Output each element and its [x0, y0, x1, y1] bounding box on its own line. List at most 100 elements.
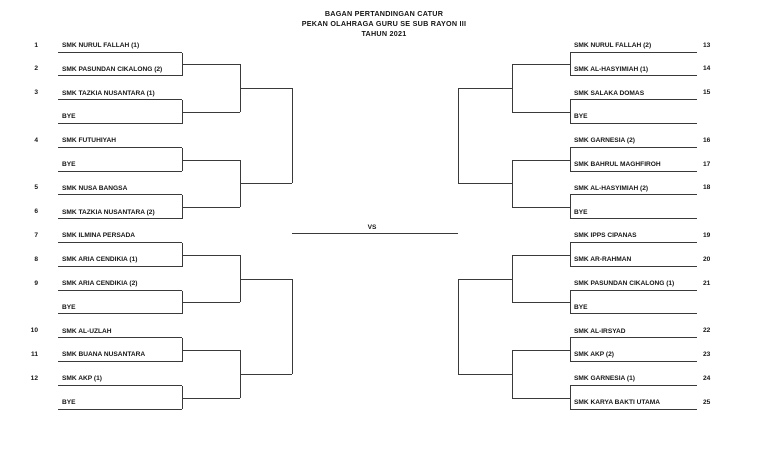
team-name: SMK ARIA CENDIKIA (2)	[62, 280, 138, 287]
slot-underline	[58, 51, 182, 53]
bracket-slot: SMK AL-HASYIMIAH (1)	[570, 63, 697, 77]
bracket-slot: SMK TAZKIA NUSANTARA (2)	[58, 206, 182, 220]
round2-bracket	[512, 254, 513, 303]
round2-feed	[182, 350, 240, 351]
round3-feed	[240, 373, 292, 375]
bracket-slot: SMK SALAKA DOMAS	[570, 87, 697, 101]
team-name: BYE	[574, 208, 588, 216]
round2-feed	[512, 207, 570, 209]
team-name: SMK AL-UZLAH	[62, 327, 112, 335]
seed-number: 16	[703, 136, 711, 144]
slot-underline	[58, 313, 182, 315]
slot-underline	[570, 51, 697, 53]
round1-bracket	[182, 242, 183, 267]
bracket-slot: BYE	[570, 206, 697, 220]
team-name: SMK AR-RAHMAN	[574, 256, 632, 264]
team-name: SMK BUANA NUSANTARA	[62, 351, 146, 359]
round3-bracket	[458, 88, 459, 184]
bracket-slot: SMK PASUNDAN CIKALONG (2)	[58, 63, 182, 77]
round3-bracket	[292, 278, 293, 374]
slot-underline	[570, 384, 697, 386]
seed-number: 1	[34, 41, 38, 49]
seed-number: 18	[703, 184, 711, 192]
bracket-slot: SMK BUANA NUSANTARA	[58, 349, 182, 362]
round3-feed	[458, 373, 512, 375]
seed-number: 15	[703, 89, 711, 97]
seed-number: 2	[34, 65, 38, 73]
team-name: SMK AL-HASYIMIAH (2)	[574, 184, 649, 192]
team-name: SMK NURUL FALLAH (2)	[574, 42, 652, 49]
slot-underline	[570, 408, 697, 410]
team-name: SMK GARNESIA (1)	[574, 375, 635, 383]
seed-number: 14	[703, 65, 711, 73]
slot-underline	[570, 313, 697, 315]
seed-number: 23	[703, 350, 711, 358]
seed-number: 19	[703, 231, 711, 239]
bracket-slot: BYE	[58, 397, 182, 410]
page-title: BAGAN PERTANDINGAN CATUR PEKAN OLAHRAGA …	[0, 9, 768, 40]
team-name: SMK AKP (2)	[574, 351, 614, 359]
slot-underline	[570, 218, 697, 220]
round3-feed	[240, 88, 292, 90]
slot-underline	[58, 408, 182, 410]
bracket-slot: SMK ARIA CENDIKIA (1)	[58, 254, 182, 267]
bracket-slot: SMK TAZKIA NUSANTARA (1)	[58, 87, 182, 101]
slot-underline	[570, 122, 697, 124]
seed-number: 9	[34, 279, 38, 287]
seed-number: 7	[34, 231, 38, 239]
vs-label: VS	[367, 224, 377, 231]
round2-feed	[182, 254, 240, 256]
round3-feed	[458, 183, 512, 185]
final-connector-right	[385, 233, 458, 234]
slot-underline	[58, 289, 182, 291]
bracket-slot: SMK AL-HASYIMIAH (2)	[570, 182, 697, 196]
bracket-slot: SMK AKP (2)	[570, 349, 697, 362]
team-name: SMK FUTUHIYAH	[62, 137, 116, 145]
team-name: SMK AL-IRSYAD	[574, 327, 626, 335]
team-name: SMK NUSA BANGSA	[62, 184, 128, 192]
bracket-slot: SMK PASUNDAN CIKALONG (1)	[570, 278, 697, 291]
round2-feed	[182, 207, 240, 209]
round3-feed	[240, 278, 292, 280]
round2-feed	[182, 64, 240, 66]
title-line-2: PEKAN OLAHRAGA GURU SE SUB RAYON III	[301, 19, 467, 29]
seed-number: 24	[703, 374, 711, 382]
round2-bracket	[512, 64, 513, 112]
seed-number: 12	[30, 374, 38, 382]
team-name: SMK KARYA BAKTI UTAMA	[574, 399, 660, 406]
team-name: BYE	[62, 399, 76, 406]
slot-underline	[58, 337, 182, 339]
round1-bracket	[570, 195, 571, 220]
round2-feed	[512, 254, 570, 256]
slot-underline	[570, 241, 697, 243]
round2-bracket	[512, 350, 513, 398]
bracket-slot: SMK GARNESIA (1)	[570, 373, 697, 386]
bracket-slot: SMK BAHRUL MAGHFIROH	[570, 159, 697, 172]
bracket-slot: BYE	[570, 111, 697, 124]
round1-bracket	[570, 242, 571, 267]
seed-number: 25	[703, 398, 711, 406]
slot-underline	[58, 265, 182, 267]
slot-underline	[58, 218, 182, 220]
team-name: SMK TAZKIA NUSANTARA (1)	[62, 89, 155, 97]
seed-number: 21	[703, 279, 711, 287]
bracket-slot: SMK FUTUHIYAH	[58, 135, 182, 148]
slot-underline	[58, 170, 182, 172]
slot-underline	[58, 99, 182, 101]
slot-underline	[570, 289, 697, 291]
team-name: SMK BAHRUL MAGHFIROH	[574, 161, 661, 168]
team-name: SMK TAZKIA NUSANTARA (2)	[62, 208, 155, 216]
bracket-slot: SMK AL-UZLAH	[58, 325, 182, 339]
round1-bracket	[182, 147, 183, 172]
slot-underline	[570, 170, 697, 172]
bracket-slot: SMK IPPS CIPANAS	[570, 230, 697, 243]
round1-bracket	[570, 385, 571, 410]
slot-underline	[58, 194, 182, 196]
bracket-slot: BYE	[570, 301, 697, 315]
bracket-slot: SMK NURUL FALLAH (2)	[570, 40, 697, 53]
slot-underline	[570, 360, 697, 362]
team-name: SMK GARNESIA (2)	[574, 137, 635, 145]
round2-feed	[182, 302, 240, 304]
round3-bracket	[458, 278, 459, 374]
team-name: SMK PASUNDAN CIKALONG (1)	[574, 280, 675, 287]
